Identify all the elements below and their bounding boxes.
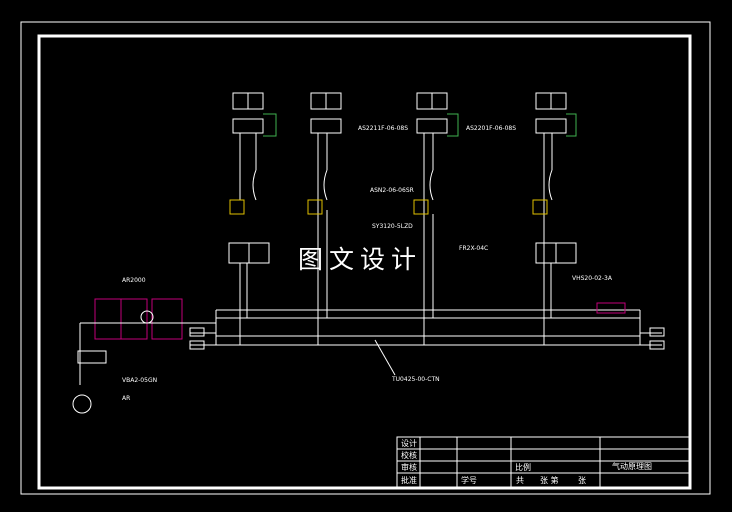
watermark-text: 图文设计 <box>298 245 423 274</box>
column-4 <box>532 92 577 345</box>
column-2 <box>307 92 342 345</box>
label-c: ASN2-06-06SR <box>370 187 414 194</box>
label-b: AS2201F-06-08S <box>466 125 517 132</box>
label-d: SY3120-5LZD <box>372 223 413 230</box>
column-1 <box>228 92 277 345</box>
inner-frame <box>37 34 692 490</box>
label-j: AR <box>122 395 131 402</box>
tb-design: 设计 <box>401 439 417 448</box>
frl-unit <box>72 298 216 414</box>
label-a: AS2211F-06-08S <box>358 125 409 132</box>
title-block <box>396 436 690 488</box>
label-i: FR2X-04C <box>459 245 489 252</box>
tb-approve: 批准 <box>401 476 417 485</box>
label-f: VHS20-02-3A <box>572 275 612 282</box>
tb-scale: 比例 <box>515 463 531 472</box>
label-h: TU0425-00-CTN <box>392 376 440 383</box>
tb-review: 审核 <box>401 463 417 472</box>
tb-sheet: 张 第 <box>540 476 559 485</box>
label-g: VBA2-05GN <box>122 377 158 384</box>
tb-number: 学号 <box>461 476 477 485</box>
outer-frame <box>20 21 711 495</box>
tb-count: 共 <box>516 476 524 485</box>
label-e: AR2000 <box>122 277 146 284</box>
tb-check: 校核 <box>401 451 417 460</box>
tb-drawing-title: 气动原理图 <box>612 462 652 471</box>
tb-sheet-end: 张 <box>578 476 586 485</box>
column-3 <box>413 92 459 345</box>
manifold-bus <box>190 309 662 376</box>
exhaust-ports <box>189 302 665 350</box>
